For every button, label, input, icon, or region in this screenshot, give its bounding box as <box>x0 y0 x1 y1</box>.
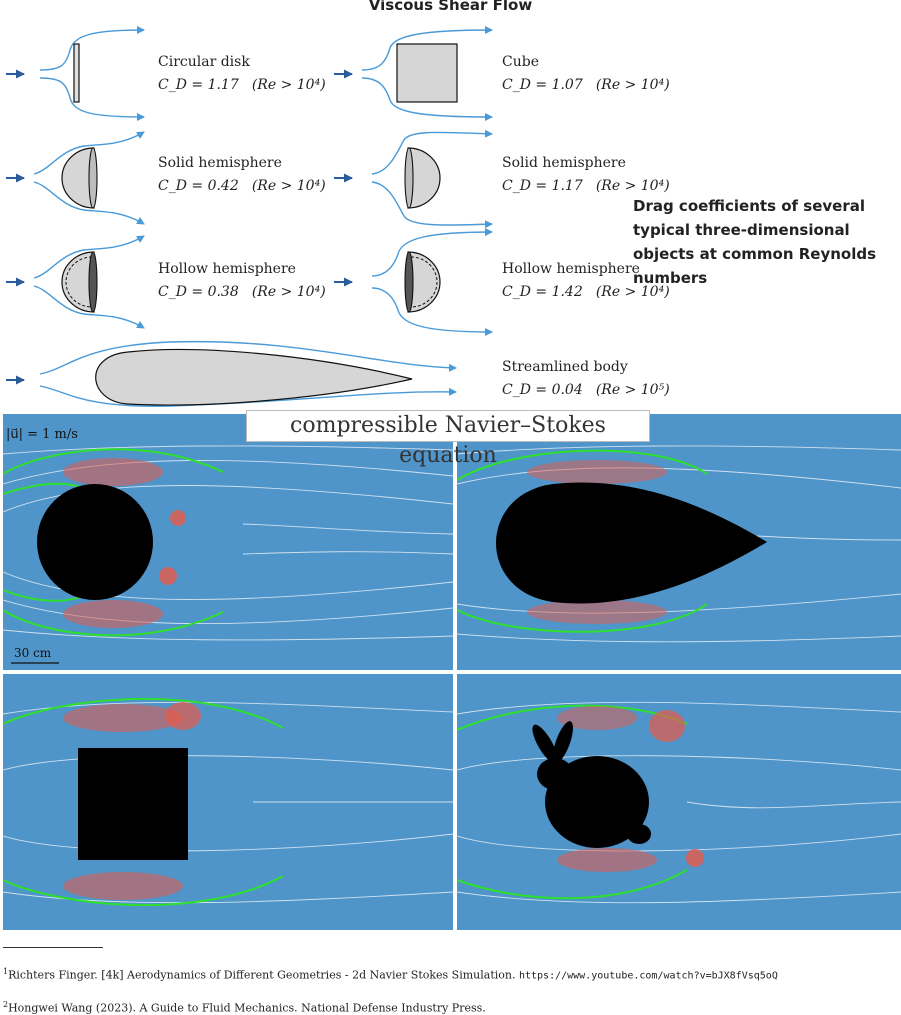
reynolds-condition: (Re > 10⁴) <box>251 178 326 194</box>
simulation-panel-bunny <box>457 674 901 930</box>
bunny-silhouette <box>532 721 651 848</box>
object-label-streamlined-body: Streamlined body C_D = 0.04 (Re > 10⁵) <box>502 359 670 398</box>
scale-label: 30 cm <box>14 646 52 660</box>
object-name: Hollow hemisphere <box>502 261 640 277</box>
drag-coefficient: C_D = 1.42 <box>502 284 583 300</box>
circular-disk-diagram <box>6 26 145 121</box>
simulation-panel-cube <box>3 674 453 930</box>
streamlined-body-diagram <box>6 340 457 407</box>
footnote-2: 2Hongwei Wang (2023). A Guide to Fluid M… <box>3 1000 486 1015</box>
footnote-rule <box>3 947 103 948</box>
drag-coefficient: C_D = 1.17 <box>502 178 583 194</box>
reynolds-condition: (Re > 10⁵) <box>595 382 670 398</box>
footnote-1: 1Richters Finger. [4k] Aerodynamics of D… <box>3 967 778 982</box>
reynolds-condition: (Re > 10⁴) <box>595 178 670 194</box>
simulation-panel-circle <box>3 414 453 670</box>
object-label-solid-hemisphere-back: Solid hemisphere C_D = 1.17 (Re > 10⁴) <box>502 155 670 194</box>
reynolds-condition: (Re > 10⁴) <box>251 284 326 300</box>
drag-coefficient: C_D = 0.04 <box>502 382 583 398</box>
footnote-text: Richters Finger. [4k] Aerodynamics of Di… <box>8 968 519 982</box>
hollow-hemisphere-front-diagram <box>6 235 145 329</box>
object-label-hollow-hemisphere-front: Hollow hemisphere C_D = 0.38 (Re > 10⁴) <box>158 261 326 300</box>
object-label-hollow-hemisphere-back: Hollow hemisphere C_D = 1.42 (Re > 10⁴) <box>502 261 670 300</box>
page-title: Viscous Shear Flow <box>368 0 533 14</box>
simulation-banner: compressible Navier–Stokes equation <box>246 410 650 468</box>
reynolds-condition: (Re > 10⁴) <box>251 77 326 93</box>
drag-figure <box>6 26 493 407</box>
solid-hemisphere-front-diagram <box>6 131 145 225</box>
object-name: Solid hemisphere <box>502 155 626 171</box>
object-name: Streamlined body <box>502 359 628 375</box>
reynolds-condition: (Re > 10⁴) <box>595 77 670 93</box>
footnote-mark: 2 <box>3 1000 9 1009</box>
reynolds-condition: (Re > 10⁴) <box>595 284 670 300</box>
object-name: Hollow hemisphere <box>158 261 296 277</box>
object-label-cube: Cube C_D = 1.07 (Re > 10⁴) <box>502 54 670 93</box>
footnote-text: Hongwei Wang (2023). A Guide to Fluid Me… <box>8 1001 486 1015</box>
object-label-solid-hemisphere-front: Solid hemisphere C_D = 0.42 (Re > 10⁴) <box>158 155 326 194</box>
cube-diagram <box>334 26 493 121</box>
velocity-label: |u⃗| = 1 m/s <box>6 427 78 442</box>
object-label-circular-disk: Circular disk C_D = 1.17 (Re > 10⁴) <box>158 54 326 93</box>
figure-caption: Drag coefficients of several typical thr… <box>633 197 877 287</box>
solid-hemisphere-back-diagram <box>334 129 493 229</box>
footnote-link[interactable]: https://www.youtube.com/watch?v=bJX8fVsq… <box>518 970 778 982</box>
object-name: Circular disk <box>158 54 250 70</box>
drag-coefficient: C_D = 1.07 <box>502 77 583 93</box>
hollow-hemisphere-back-diagram <box>334 228 493 336</box>
drag-coefficient: C_D = 0.38 <box>158 284 239 300</box>
drag-coefficient: C_D = 0.42 <box>158 178 239 194</box>
object-name: Cube <box>502 54 539 70</box>
footnote-mark: 1 <box>3 967 9 976</box>
simulation-panel-streamlined <box>457 414 901 670</box>
object-name: Solid hemisphere <box>158 155 282 171</box>
drag-coefficient: C_D = 1.17 <box>158 77 239 93</box>
